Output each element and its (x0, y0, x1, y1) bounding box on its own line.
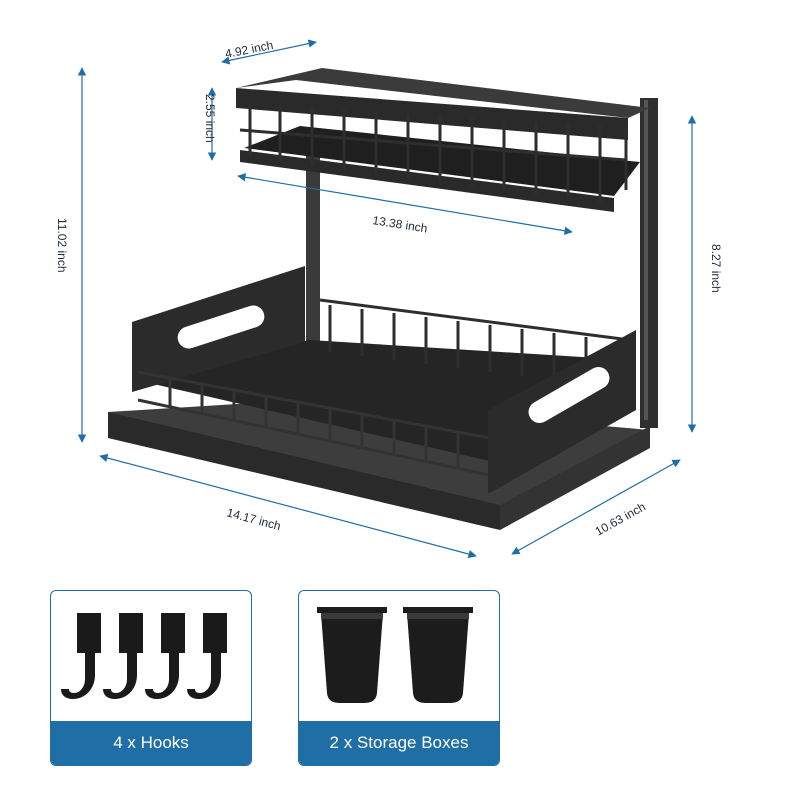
bottom-basket (108, 266, 650, 530)
hooks-label: 4 x Hooks (51, 721, 251, 765)
bottom-width-label: 14.17 inch (225, 505, 282, 533)
top-width-label: 13.38 inch (372, 213, 429, 235)
top-depth-label: 4.92 inch (224, 38, 274, 61)
top-height-label: 2.55 inch (203, 94, 217, 143)
storage-boxes-label: 2 x Storage Boxes (299, 721, 499, 765)
storage-box-icon (317, 607, 473, 703)
bottom-width-line (99, 453, 477, 559)
right-post (640, 98, 658, 428)
total-height-label: 11.02 inch (55, 218, 69, 273)
hooks-icon (61, 613, 227, 699)
top-basket (236, 68, 650, 212)
hooks-card: 4 x Hooks (50, 590, 252, 766)
storage-boxes-card: 2 x Storage Boxes (298, 590, 500, 766)
top-width-line (237, 173, 573, 235)
top-depth-line (221, 39, 317, 65)
right-height-label: 8.27 inch (709, 244, 723, 293)
bottom-depth-label: 10.63 inch (593, 500, 648, 539)
bottom-depth-line (511, 459, 681, 555)
shelf-rack (108, 68, 658, 530)
